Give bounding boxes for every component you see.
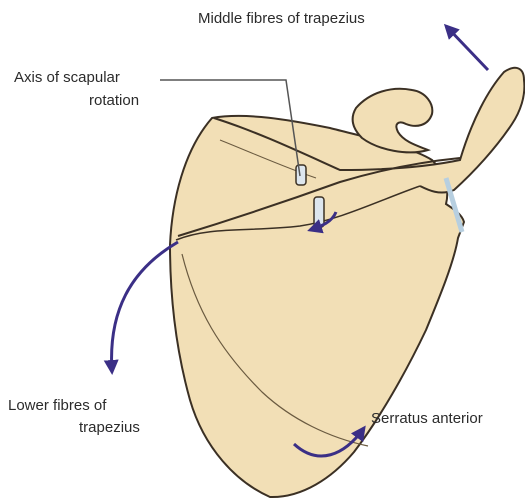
- middle-fibres-arrow: [446, 26, 488, 70]
- lower-fibres-label-line2: trapezius: [79, 418, 140, 438]
- axis-label-line2: rotation: [89, 91, 139, 111]
- lower-fibres-label-line1: Lower fibres of: [8, 396, 106, 416]
- middle-fibres-label: Middle fibres of trapezius: [198, 9, 365, 29]
- axis-label-line1: Axis of scapular: [14, 68, 120, 88]
- lower-fibres-arrow: [112, 242, 178, 372]
- serratus-anterior-label: Serratus anterior: [371, 409, 483, 429]
